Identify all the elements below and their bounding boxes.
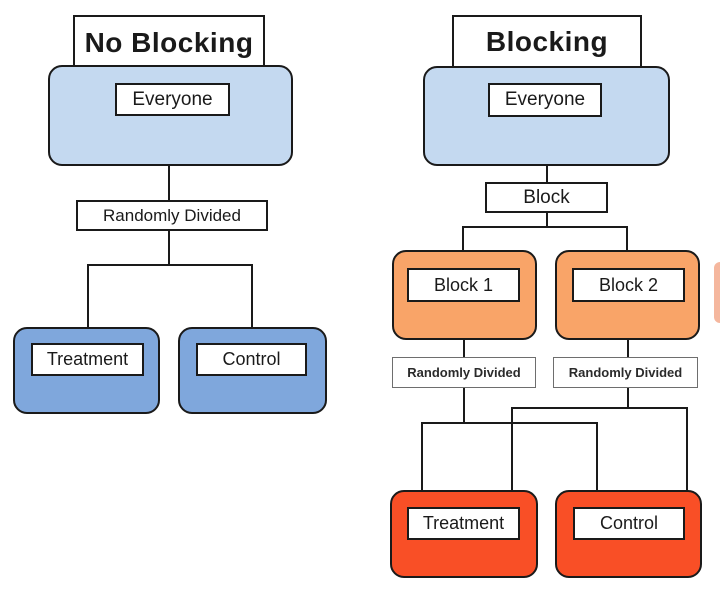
no-blocking-everyone-label-box: Everyone [115, 83, 230, 116]
blocking-control-label-box: Control [573, 507, 685, 540]
blocking-randomly-divided-2-box: Randomly Divided [553, 357, 698, 388]
no-blocking-everyone-label: Everyone [132, 88, 213, 110]
blocking-block2-label: Block 2 [598, 274, 659, 295]
no-blocking-title-box: No Blocking [73, 15, 265, 70]
connector-right-everyone-to-block [546, 166, 548, 183]
no-blocking-treatment-label: Treatment [46, 349, 129, 369]
blocking-block-label: Block [523, 186, 570, 208]
no-blocking-randomly-divided-label: Randomly Divided [103, 205, 241, 225]
blocking-randomly-divided-1-box: Randomly Divided [392, 357, 536, 388]
connector-left-split-to-control [251, 264, 253, 328]
cutoff-node-sliver [714, 262, 720, 323]
connector-divider1-down [463, 388, 465, 424]
blocking-block2-label-box: Block 2 [572, 268, 685, 302]
connector-divider2-to-control [686, 407, 688, 492]
connector-right-split-to-block1 [462, 226, 464, 252]
no-blocking-title: No Blocking [84, 26, 254, 58]
no-blocking-control-label: Control [222, 349, 281, 369]
connector-divider2-to-treatment [511, 407, 513, 492]
blocking-block-box: Block [485, 182, 608, 213]
blocking-block1-label: Block 1 [433, 274, 494, 295]
blocking-block1-label-box: Block 1 [407, 268, 520, 302]
connector-divider1-split-horizontal [421, 422, 598, 424]
connector-left-everyone-to-divider [168, 166, 170, 201]
connector-right-split-to-block2 [626, 226, 628, 252]
connector-right-block-to-split [546, 213, 548, 228]
connector-divider1-to-control [596, 422, 598, 492]
connector-left-split-to-treatment [87, 264, 89, 328]
connector-left-split-horizontal [87, 264, 253, 266]
connector-divider2-down [627, 388, 629, 409]
connector-block2-to-divider [627, 340, 629, 358]
blocking-treatment-label: Treatment [422, 513, 505, 533]
blocking-randomly-divided-2-label: Randomly Divided [568, 365, 683, 380]
connector-left-divider-to-split [168, 231, 170, 266]
no-blocking-treatment-label-box: Treatment [31, 343, 144, 376]
blocking-everyone-label: Everyone [504, 89, 586, 110]
connector-block1-to-divider [463, 340, 465, 358]
connector-divider2-split-horizontal [511, 407, 688, 409]
blocking-title-box: Blocking [452, 15, 642, 68]
blocking-title: Blocking [485, 25, 609, 57]
blocking-everyone-label-box: Everyone [488, 83, 602, 117]
blocking-randomly-divided-1-label: Randomly Divided [407, 365, 521, 380]
blocking-control-label: Control [599, 513, 659, 533]
connector-divider1-to-treatment [421, 422, 423, 492]
blocking-treatment-label-box: Treatment [407, 507, 520, 540]
connector-right-split-horizontal [462, 226, 628, 228]
no-blocking-control-label-box: Control [196, 343, 307, 376]
no-blocking-randomly-divided-box: Randomly Divided [76, 200, 268, 231]
